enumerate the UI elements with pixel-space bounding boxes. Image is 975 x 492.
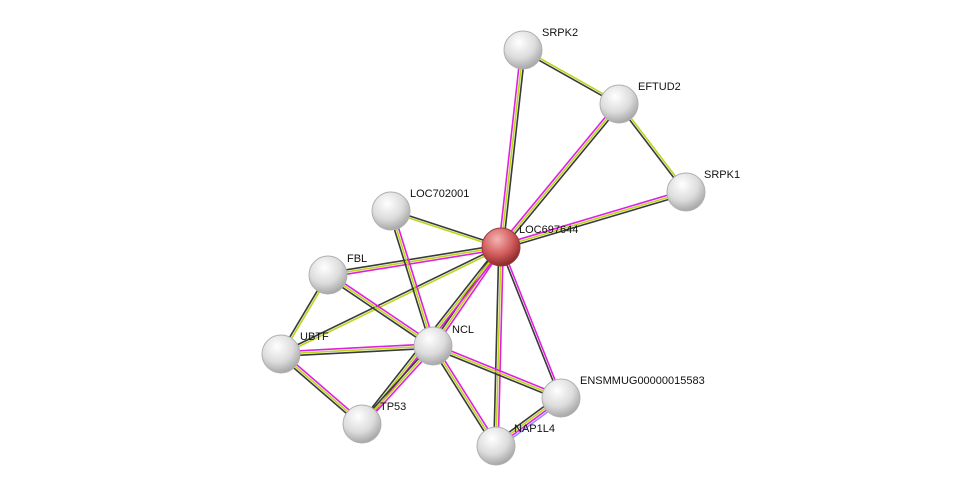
edge-LOC702001-NCL[interactable] [388,210,436,347]
evidence-line-y [280,345,434,355]
evidence-line-y [500,103,620,248]
evidence-line-m [497,247,504,447]
evidence-line-k [430,346,495,448]
edge-NCL-NAP1L4[interactable] [430,344,499,448]
node-sphere[interactable] [481,227,521,267]
evidence-line-m [500,189,686,246]
node-NAP1L4[interactable]: NAP1L4 [476,423,555,466]
node-ENSMMUG00000015583[interactable]: ENSMMUG00000015583 [541,375,705,418]
evidence-line-y [500,191,687,248]
evidence-line-k [326,276,433,349]
evidence-line-y [327,274,434,347]
node-UBTF[interactable]: UBTF [261,331,329,374]
node-sphere[interactable] [371,191,411,231]
node-TP53[interactable]: TP53 [342,401,406,444]
node-sphere[interactable] [541,378,581,418]
evidence-line-k [502,104,622,249]
node-label: EFTUD2 [638,81,681,93]
node-FBL[interactable]: FBL [308,253,367,295]
edge-LOC697644-FBL[interactable] [327,244,502,278]
node-sphere[interactable] [413,326,453,366]
node-label: ENSMMUG00000015583 [580,375,705,387]
node-label: UBTF [300,331,329,343]
evidence-line-y [432,246,502,347]
evidence-line-m [498,102,618,247]
evidence-line-y [500,49,524,248]
node-SRPK2[interactable]: SRPK2 [503,27,578,70]
edge-LOC697644-ENSMMUG00000015583[interactable] [499,246,563,399]
evidence-line-k [431,347,561,401]
node-sphere[interactable] [308,255,348,295]
evidence-line-m [392,210,436,346]
node-sphere[interactable] [261,334,301,374]
evidence-line-m [328,248,502,278]
node-sphere[interactable] [503,30,543,70]
evidence-line-k [388,211,432,347]
evidence-line-m [434,247,504,348]
edge-NCL-ENSMMUG00000015583[interactable] [431,343,563,401]
edge-LOC697644-SRPK1[interactable] [500,189,687,250]
node-NCL[interactable]: NCL [413,324,474,366]
evidence-line-y [390,210,434,347]
evidence-line-k [499,247,561,399]
evidence-line-m [434,344,499,446]
evidence-line-m [280,343,433,353]
evidence-line-m [433,343,563,397]
evidence-line-y [432,345,497,447]
node-label: TP53 [380,401,406,413]
evidence-line-y [327,246,502,276]
evidence-line-k [280,245,501,354]
node-SRPK1[interactable]: SRPK1 [666,169,740,212]
edge-FBL-NCL[interactable] [326,272,435,349]
node-EFTUD2[interactable]: EFTUD2 [599,81,681,124]
node-label: LOC702001 [410,188,469,200]
node-label: SRPK1 [704,169,740,181]
node-label: FBL [347,253,367,265]
evidence-line-y [281,247,502,356]
node-LOC697644[interactable]: LOC697644 [481,224,578,267]
evidence-line-y [432,345,562,399]
edge-LOC697644-SRPK2[interactable] [498,49,526,248]
node-sphere[interactable] [599,84,639,124]
evidence-line-y [495,246,502,447]
node-LOC702001[interactable]: LOC702001 [371,188,469,231]
evidence-line-m [498,49,522,247]
node-label: NAP1L4 [514,423,555,435]
node-sphere[interactable] [342,404,382,444]
edge-LOC697644-EFTUD2[interactable] [498,102,622,249]
node-sphere[interactable] [476,426,516,466]
evidence-line-m [328,272,435,345]
evidence-line-k [502,50,526,248]
edge-LOC697644-UBTF[interactable] [280,245,502,356]
evidence-line-k [501,193,687,250]
evidence-line-m [501,246,563,398]
node-label: NCL [452,324,474,336]
node-label: LOC697644 [519,224,578,236]
evidence-line-k [493,246,500,446]
evidence-line-k [281,347,434,357]
edge-UBTF-NCL[interactable] [280,343,434,357]
edge-LOC697644-NAP1L4[interactable] [493,246,504,447]
node-label: SRPK2 [542,27,578,39]
evidence-line-k [327,244,501,274]
node-sphere[interactable] [666,172,706,212]
